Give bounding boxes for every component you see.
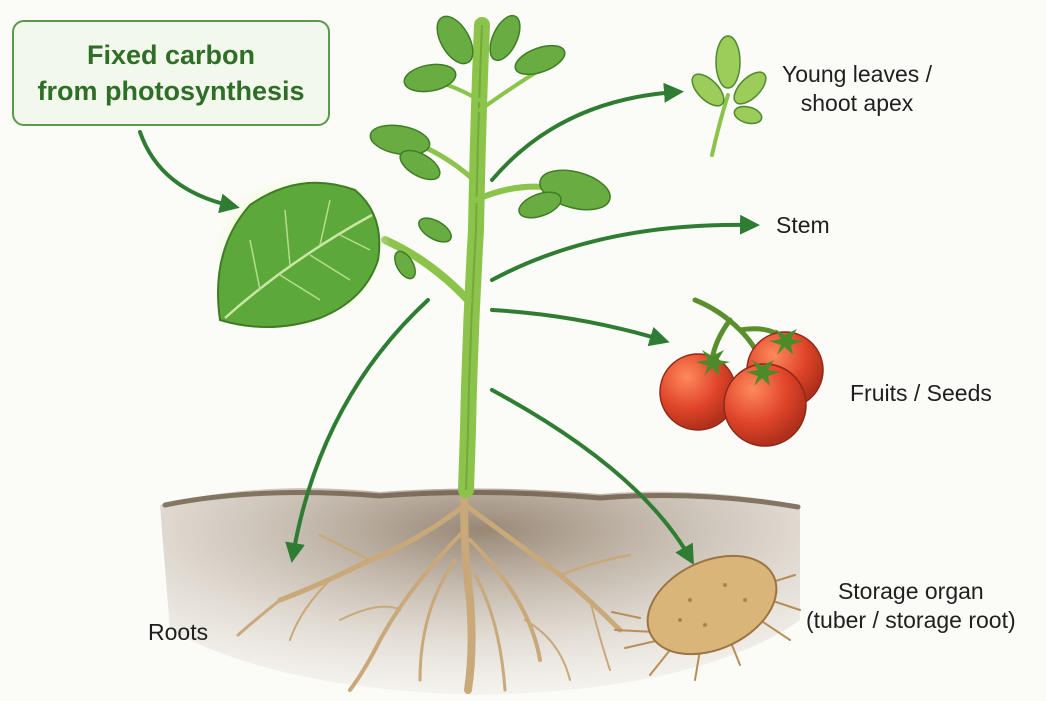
source-leaf: [208, 170, 392, 330]
storage-organ-label: Storage organ (tuber / storage root): [806, 577, 1016, 635]
source-label-line2: from photosynthesis: [37, 73, 304, 109]
young-leaves-label-line1: Young leaves /: [782, 60, 932, 89]
roots-label: Roots: [148, 618, 208, 647]
arrow-to-young-leaves: [492, 92, 676, 180]
source-label-line1: Fixed carbon: [87, 37, 255, 73]
plant-leaves: [368, 10, 614, 282]
arrow-to-source-leaf: [140, 132, 232, 206]
storage-organ-label-line2: (tuber / storage root): [806, 606, 1016, 635]
allocation-arrows: [140, 92, 752, 558]
young-leaves-label: Young leaves / shoot apex: [782, 60, 932, 118]
storage-organ-label-line1: Storage organ: [806, 577, 1016, 606]
arrow-to-fruits: [492, 310, 662, 340]
stem-label: Stem: [776, 211, 830, 240]
source-label-box: Fixed carbon from photosynthesis: [12, 20, 330, 126]
arrow-to-stem: [492, 225, 752, 280]
fruits-seeds-label: Fruits / Seeds: [850, 379, 992, 408]
tomatoes-illustration: [660, 300, 823, 446]
young-leaves-illustration: [687, 36, 771, 155]
young-leaves-label-line2: shoot apex: [782, 89, 932, 118]
